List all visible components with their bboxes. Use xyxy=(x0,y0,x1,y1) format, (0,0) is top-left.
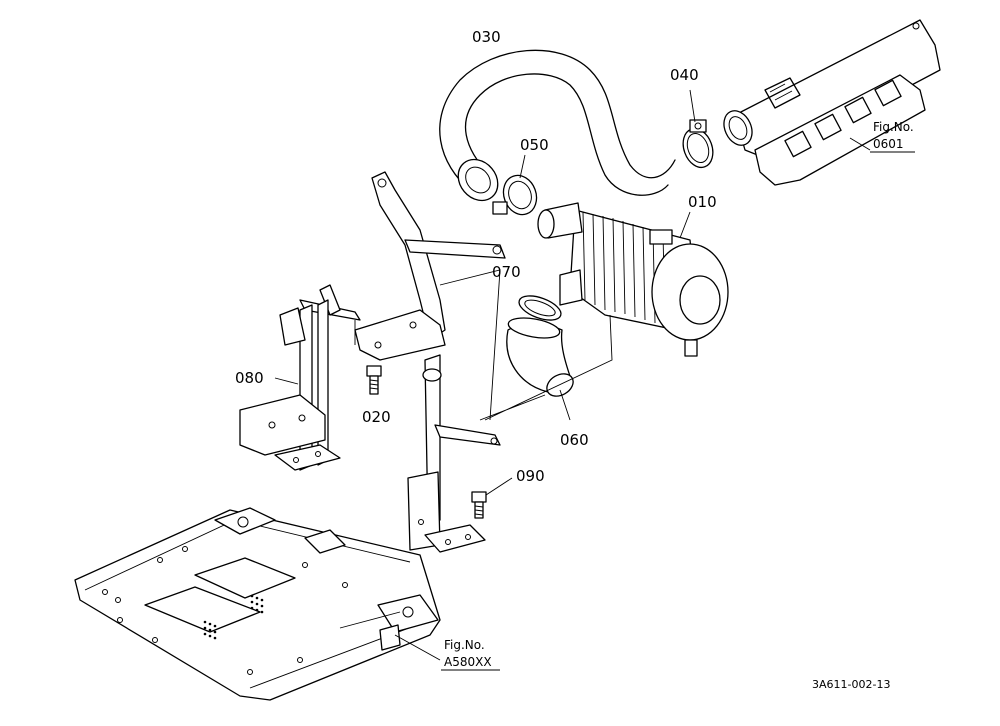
label-070: 070 xyxy=(492,263,521,281)
label-080: 080 xyxy=(235,369,264,387)
hose-clamp-050 xyxy=(492,174,538,216)
label-060: 060 xyxy=(560,431,589,449)
manifold-ref-number: 0601 xyxy=(873,137,904,151)
hose-clamp-070 xyxy=(518,295,562,321)
frame-leader xyxy=(339,611,441,661)
hose-030 xyxy=(439,49,676,202)
label-040: 040 xyxy=(670,66,699,84)
bracket-080-leader xyxy=(274,377,299,385)
air-cleaner-010-leader xyxy=(679,211,691,239)
manifold-leader xyxy=(849,137,871,151)
clamp-040-leader xyxy=(689,89,696,123)
label-090: 090 xyxy=(516,467,545,485)
bolt-020 xyxy=(366,365,382,395)
vent-grille xyxy=(203,594,264,640)
manifold-ref-label: Fig.No. xyxy=(873,120,914,134)
clamp-050-leader xyxy=(519,154,526,179)
elbow-hose-060 xyxy=(506,317,574,397)
lower-bracket-plate xyxy=(407,471,486,553)
intake-manifold xyxy=(723,19,941,186)
bolt-090-leader xyxy=(485,477,513,496)
hose-060-guide xyxy=(479,314,613,421)
frame-ref-number: A580XX xyxy=(444,655,492,669)
label-020: 020 xyxy=(362,408,391,426)
drawing-code: 3A611-002-13 xyxy=(812,678,890,691)
cleaner-bracket xyxy=(299,171,506,526)
label-030: 030 xyxy=(472,28,501,46)
hose-clamp-040 xyxy=(682,119,714,169)
label-010: 010 xyxy=(688,193,717,211)
air-cleaner-010 xyxy=(537,202,729,357)
label-050: 050 xyxy=(520,136,549,154)
frame-ref-label: Fig.No. xyxy=(444,638,485,652)
base-frame xyxy=(74,507,441,701)
bolt-090 xyxy=(471,491,487,519)
bracket-080 xyxy=(239,299,341,471)
hose-060-leader xyxy=(559,389,571,421)
